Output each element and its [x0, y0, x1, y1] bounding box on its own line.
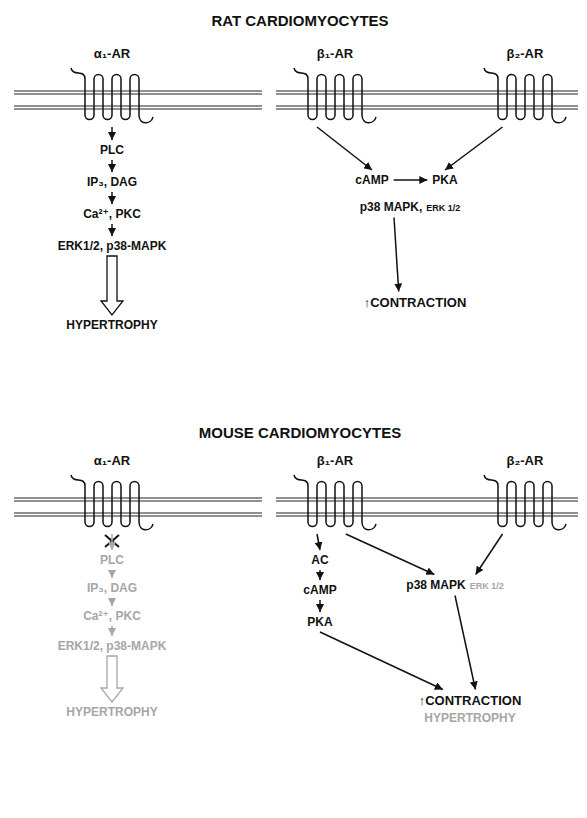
outcome-node: ↑CONTRACTION [416, 692, 525, 709]
signal-arrow [317, 127, 372, 170]
seven-transmembrane-helix [71, 68, 153, 123]
receptor-label: α₁-AR [67, 452, 157, 470]
pathway-step: cAMP [300, 582, 339, 598]
pathway-text: PLC [100, 143, 124, 157]
pathway-text: Ca²⁺, PKC [83, 609, 141, 623]
pathway-text: ERK1/2, p38-MAPK [58, 239, 167, 253]
pathway-text: HYPERTROPHY [66, 705, 157, 719]
pathway-text: p38 MAPK, [360, 200, 423, 214]
panel-title: RAT CARDIOMYOCYTES [211, 12, 388, 29]
receptor: β₁-AR [290, 45, 380, 125]
pathway-step: p38 MAPK,ERK 1/2 [357, 199, 464, 216]
receptor-label: β₂-AR [480, 45, 570, 63]
pathway-text: cAMP [355, 173, 388, 187]
receptor: α₁-AR [67, 452, 157, 532]
hollow-arrow [101, 256, 123, 315]
signal-arrow [111, 534, 113, 550]
signal-arrow [317, 534, 320, 550]
receptor-symbol [290, 472, 380, 532]
pathway-step: AC [308, 552, 331, 568]
outcome-node: HYPERTROPHY [63, 704, 160, 720]
pathway-step: ERK1/2, p38-MAPK [55, 638, 170, 654]
pathway-text: p38 MAPK [406, 578, 465, 592]
pathway-step: PKA [429, 172, 460, 188]
signal-arrow [319, 600, 321, 612]
pathway-step: PLC [97, 552, 127, 568]
pathway-step: IP₃, DAG [84, 580, 140, 596]
pathway-step: Ca²⁺, PKC [80, 206, 144, 222]
receptor-symbol [67, 65, 157, 125]
kinase-note: ERK 1/2 [426, 203, 460, 213]
receptor: β₁-AR [290, 452, 380, 532]
pathway-step: PLC [97, 142, 127, 158]
pathway-text: ↑CONTRACTION [364, 295, 467, 310]
signal-arrow [320, 632, 443, 690]
pathway-text: IP₃, DAG [87, 581, 137, 595]
seven-transmembrane-helix [294, 475, 376, 530]
signal-arrow [346, 534, 435, 575]
receptor-label: β₁-AR [290, 45, 380, 63]
outcome-label: HYPERTROPHY [424, 711, 515, 725]
signal-arrow [394, 179, 428, 181]
signal-arrow [111, 224, 113, 236]
pathway-step: Ca²⁺, PKC [80, 608, 144, 624]
receptor-label: β₁-AR [290, 452, 380, 470]
pathway-step: cAMP [352, 172, 391, 188]
cell-membrane [14, 91, 578, 109]
seven-transmembrane-helix [484, 475, 566, 530]
receptor-symbol [290, 65, 380, 125]
signal-arrow [111, 570, 113, 578]
pathway-text: AC [311, 553, 328, 567]
signal-arrow [445, 127, 503, 170]
pathway-text: ↑CONTRACTION [419, 693, 522, 708]
receptor-symbol [67, 472, 157, 532]
pathway-text: PLC [100, 553, 124, 567]
receptor-symbol [480, 65, 570, 125]
pathway-step: IP₃, DAG [84, 174, 140, 190]
pathway-step: PKA [304, 614, 335, 630]
pathway-step: ERK1/2, p38-MAPK [55, 238, 170, 254]
seven-transmembrane-helix [294, 68, 376, 123]
panel-title: MOUSE CARDIOMYOCYTES [199, 424, 402, 441]
cell-membrane [14, 498, 578, 516]
seven-transmembrane-helix [484, 68, 566, 123]
signal-arrow [111, 192, 113, 204]
pathway-step: p38 MAPK ERK 1/2 [403, 577, 506, 594]
receptor-label: β₂-AR [480, 452, 570, 470]
signal-arrow [111, 160, 113, 172]
receptor: β₂-AR [480, 452, 570, 532]
signal-arrow [319, 570, 321, 580]
signal-arrow [455, 596, 475, 690]
receptor: β₂-AR [480, 45, 570, 125]
pathway-text: ERK1/2, p38-MAPK [58, 639, 167, 653]
signal-arrow [111, 127, 113, 140]
kinase-note: ERK 1/2 [470, 581, 504, 591]
outcome-node: HYPERTROPHY [63, 317, 160, 333]
outcome-node: ↑CONTRACTION [361, 294, 470, 311]
receptor-symbol [480, 472, 570, 532]
pathway-text: cAMP [303, 583, 336, 597]
pathway-text: Ca²⁺, PKC [83, 207, 141, 221]
pathway-text: IP₃, DAG [87, 175, 137, 189]
signal-arrow [111, 626, 113, 636]
pathway-text: PKA [307, 615, 332, 629]
pathway-text: HYPERTROPHY [66, 318, 157, 332]
receptor-label: α₁-AR [67, 45, 157, 63]
signal-arrow [394, 218, 399, 292]
hollow-arrow [101, 656, 123, 702]
signal-arrow [111, 598, 113, 606]
seven-transmembrane-helix [71, 475, 153, 530]
signal-arrow [476, 534, 503, 575]
receptor: α₁-AR [67, 45, 157, 125]
pathway-text: PKA [432, 173, 457, 187]
